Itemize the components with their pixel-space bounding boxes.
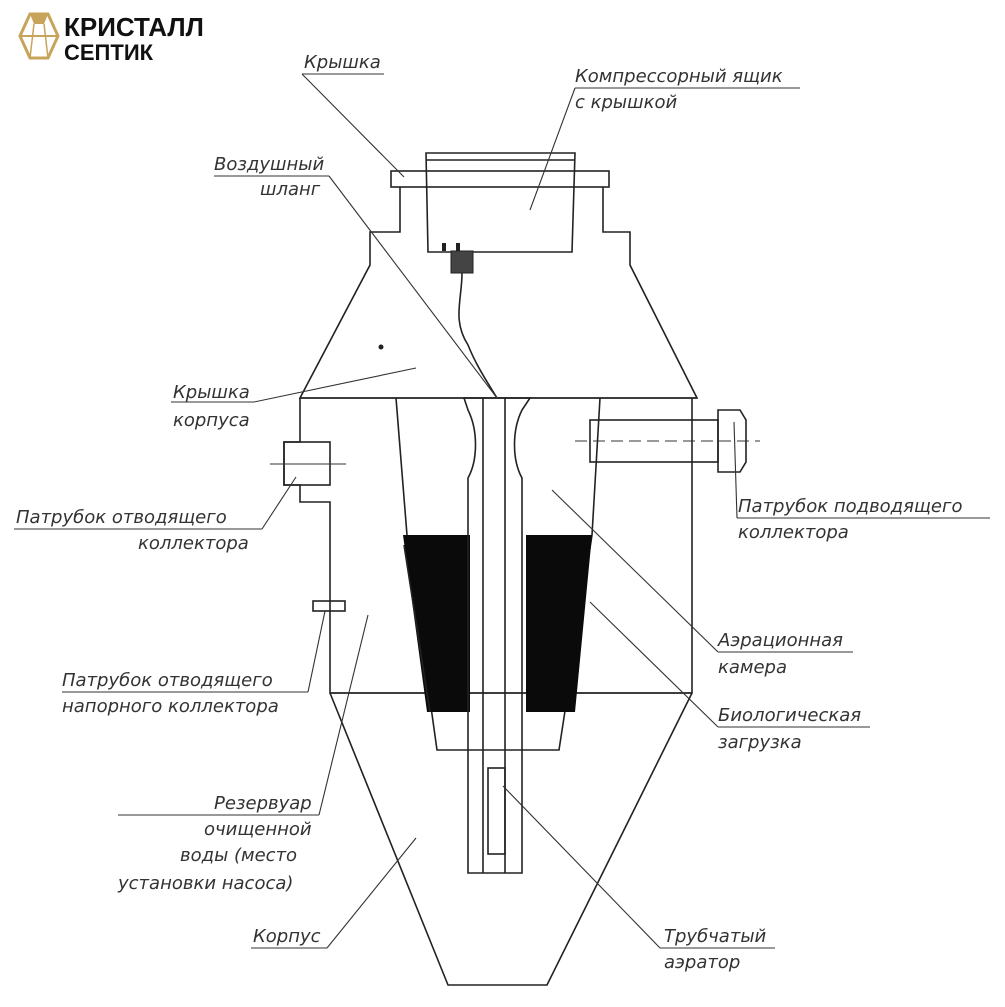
aeration-chamber <box>395 397 601 751</box>
label-body-lid-line1: Крышка <box>173 382 250 403</box>
label-compressor-box-line1: Компрессорный ящик <box>575 66 783 87</box>
label-bio-load-line2: загрузка <box>718 732 802 753</box>
bio-load-left <box>403 535 470 712</box>
housing-upper <box>283 398 693 694</box>
top-lid <box>390 170 610 188</box>
label-aerator-line2: аэратор <box>664 952 740 973</box>
label-aeration-line1: Аэрационная <box>717 630 843 651</box>
housing-cone <box>329 692 693 986</box>
labels: Крышка Компрессорный ящик с крышкой Возд… <box>16 52 962 973</box>
label-reservoir-line1: Резервуар <box>214 793 312 814</box>
label-air-hose-line1: Воздушный <box>214 154 324 175</box>
brand-subname: СЕПТИК <box>64 40 154 65</box>
leader-lines <box>14 73 990 949</box>
label-aeration-line2: камера <box>718 657 787 678</box>
label-reservoir-line3: воды (место <box>180 845 297 866</box>
pressure-outlet-pipe <box>312 600 346 612</box>
compressor-unit <box>450 250 474 274</box>
label-housing: Корпус <box>253 926 321 947</box>
compressor-box <box>425 152 576 253</box>
label-outlet-pipe-line2: коллектора <box>138 533 249 554</box>
label-pressure-outlet-line2: напорного коллектора <box>62 696 279 717</box>
label-aerator-line1: Трубчатый <box>664 926 767 947</box>
label-inlet-pipe-line1: Патрубок подводящего <box>738 496 962 517</box>
tubular-aerator <box>462 397 532 874</box>
bio-load-right <box>526 535 592 712</box>
tank-structure <box>270 152 760 986</box>
label-reservoir-line2: очищенной <box>204 819 312 840</box>
label-pressure-outlet-line1: Патрубок отводящего <box>62 670 273 691</box>
label-body-lid-line2: корпуса <box>173 410 250 431</box>
brand-name: КРИСТАЛЛ <box>64 12 204 42</box>
label-compressor-box-line2: с крышкой <box>575 92 677 113</box>
body-lid <box>298 187 699 399</box>
label-bio-load-line1: Биологическая <box>718 705 861 726</box>
label-air-hose-line2: шланг <box>260 179 321 200</box>
label-inlet-pipe-line2: коллектора <box>738 522 849 543</box>
label-reservoir-line4: установки насоса) <box>117 873 293 894</box>
label-outlet-pipe-line1: Патрубок отводящего <box>16 507 227 528</box>
crystal-logo-icon <box>18 12 60 60</box>
brand-logo: КРИСТАЛЛ СЕПТИК <box>18 12 204 65</box>
label-lid: Крышка <box>304 52 381 73</box>
air-hose <box>458 272 498 399</box>
